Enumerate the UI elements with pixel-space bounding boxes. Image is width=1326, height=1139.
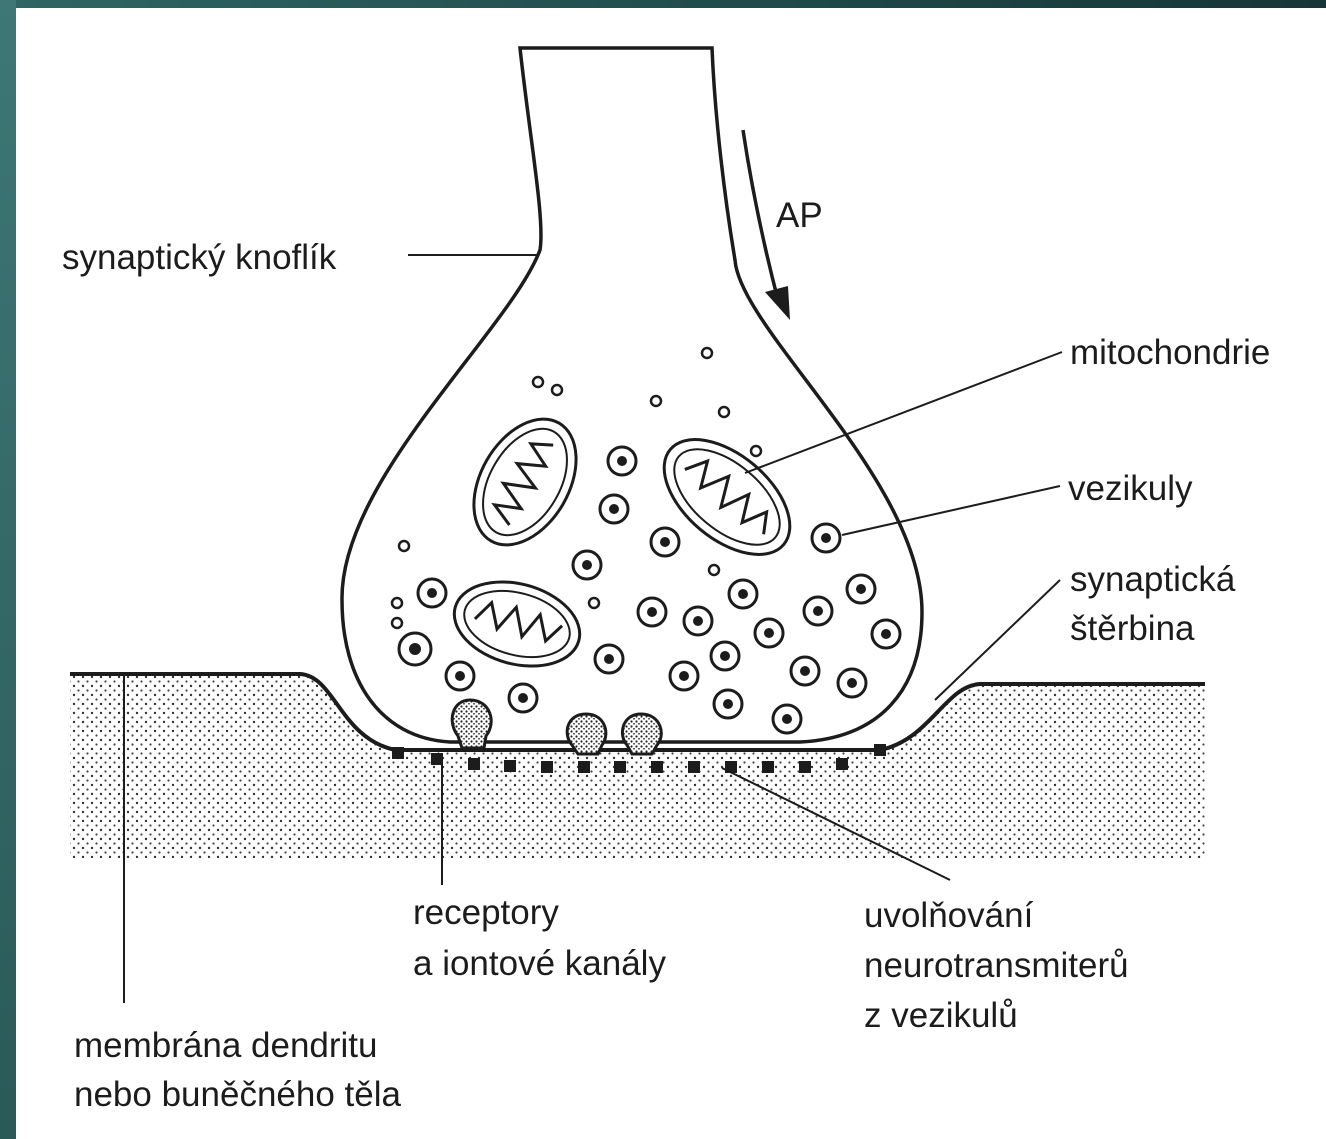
label-release-1: uvolňování (864, 891, 1033, 941)
label-release-3: z vezikulů (864, 991, 1018, 1041)
label-mitochondria: mitochondrie (1070, 328, 1270, 378)
label-synaptic-cleft-1: synaptická (1070, 555, 1235, 605)
slide-frame-left (0, 0, 16, 1139)
label-release-2: neurotransmiterů (864, 941, 1129, 991)
slide-frame-top (0, 0, 1326, 8)
ap-arrow (743, 130, 778, 300)
label-receptors-2: a iontové kanály (413, 939, 666, 989)
label-receptors-1: receptory (413, 888, 559, 938)
label-synaptic-cleft-2: štěrbina (1070, 604, 1195, 654)
synaptic-knob-outline (342, 48, 922, 742)
label-vesicles: vezikuly (1068, 464, 1192, 514)
label-ap: AP (776, 191, 823, 241)
ap-arrowhead (765, 286, 790, 320)
label-membrane-1: membrána dendritu (74, 1021, 378, 1071)
diagram-sheet: AP synaptický knoflík mitochondrie vezik… (16, 8, 1326, 1139)
label-synaptic-knob: synaptický knoflík (62, 233, 336, 283)
label-membrane-2: nebo buněčného těla (74, 1070, 401, 1120)
